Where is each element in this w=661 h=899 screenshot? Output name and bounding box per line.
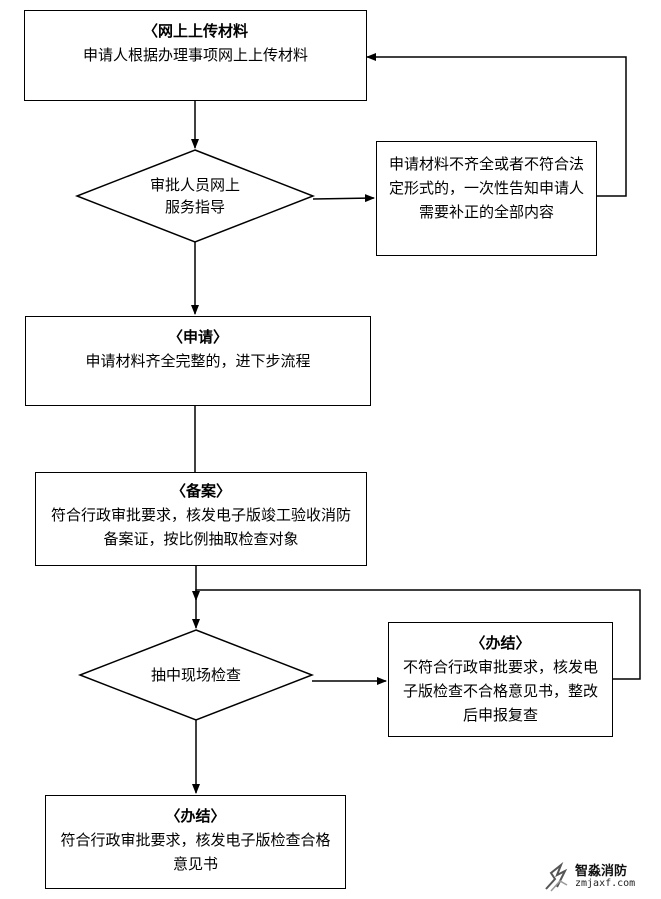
arrow-incomplete-to-upload <box>366 53 627 197</box>
node-upload: 〈网上上传材料 申请人根据办理事项网上上传材料 <box>24 10 367 101</box>
node-record-title: 〈备案〉 <box>170 482 231 500</box>
watermark-url: zmjaxf.com <box>575 878 636 889</box>
node-pass: 〈办结〉 符合行政审批要求，核发电子版检查合格意见书 <box>45 795 346 889</box>
node-fail-text: 不符合行政审批要求，核发电子版检查不合格意见书，整改后申报复查 <box>402 658 598 724</box>
node-pass-title: 〈办结〉 <box>165 807 226 825</box>
arrow-fail-to-inspect <box>192 589 641 680</box>
node-apply-title: 〈申请〉 <box>167 328 228 346</box>
arrow-guide-to-incomplete <box>312 194 375 203</box>
node-record-text: 符合行政审批要求，核发电子版竣工验收消防备案证，按比例抽取检查对象 <box>50 506 351 548</box>
node-apply: 〈申请〉 申请材料齐全完整的，进下步流程 <box>25 316 371 406</box>
node-pass-text: 符合行政审批要求，核发电子版检查合格意见书 <box>60 831 331 873</box>
node-record: 〈备案〉 符合行政审批要求，核发电子版竣工验收消防备案证，按比例抽取检查对象 <box>35 472 367 566</box>
flame-logo-icon <box>545 861 568 892</box>
node-upload-text: 申请人根据办理事项网上上传材料 <box>82 46 308 64</box>
node-incomplete-text: 申请材料不齐全或者不符合法定形式的，一次性告知申请人需要补正的全部内容 <box>388 155 584 221</box>
node-incomplete: 申请材料不齐全或者不符合法定形式的，一次性告知申请人需要补正的全部内容 <box>376 141 597 256</box>
watermark-brand: 智淼消防 <box>575 864 628 879</box>
node-fail: 〈办结〉 不符合行政审批要求，核发电子版检查不合格意见书，整改后申报复查 <box>388 622 613 737</box>
node-upload-title: 〈网上上传材料 <box>142 22 248 40</box>
node-inspect-text: 抽中现场检查 <box>150 666 241 684</box>
node-guide-text: 审批人员网上 服务指导 <box>149 176 240 216</box>
node-fail-title: 〈办结〉 <box>470 634 531 652</box>
node-apply-text: 申请材料齐全完整的，进下步流程 <box>85 352 311 370</box>
watermark-logo: 智淼消防 zmjaxf.com <box>543 859 653 895</box>
